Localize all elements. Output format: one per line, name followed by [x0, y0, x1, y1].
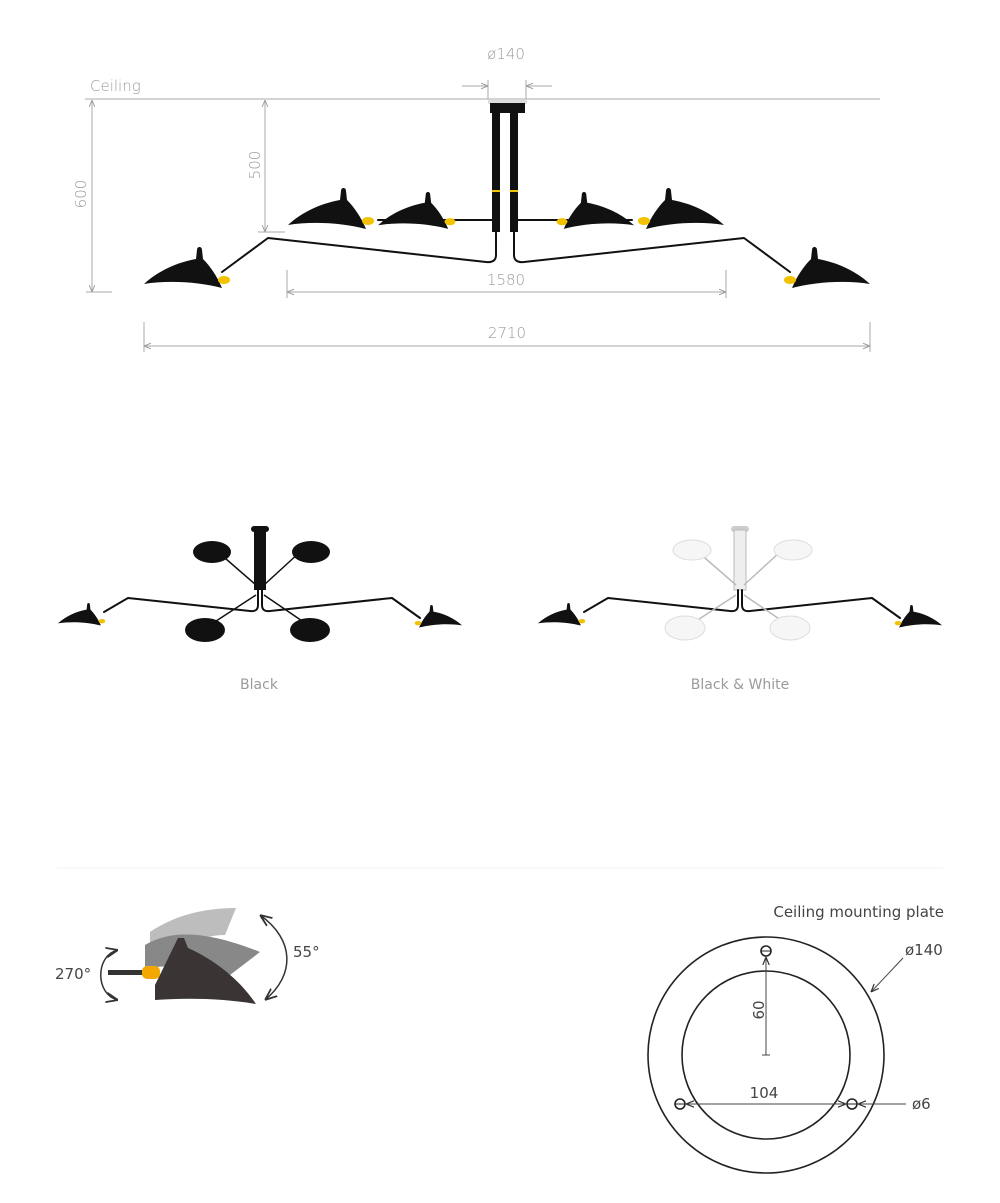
hole-offset-label: 60 [750, 1000, 768, 1019]
height-total-label: 600 [72, 180, 90, 209]
variant-label: Black & White [691, 677, 789, 693]
lamp-elevation [144, 100, 870, 288]
width-total-label: 2710 [488, 324, 526, 342]
variant-black[interactable]: Black [58, 526, 462, 693]
variant-label: Black [240, 677, 279, 693]
tilt-label: 55° [293, 943, 320, 961]
height-upper-label: 500 [246, 151, 264, 180]
mounting-plate-diagram: Ceiling mounting plate 60 104 ø140 ø6 [647, 903, 944, 1174]
shade-icon [144, 247, 230, 288]
shade-icon [288, 188, 374, 229]
shade-icon [784, 247, 870, 288]
outer-diameter-label: ø140 [905, 941, 943, 959]
variant-black-white[interactable]: Black & White [538, 526, 942, 693]
width-inner-label: 1580 [487, 271, 525, 289]
articulation-diagram: 270° 55° [55, 908, 320, 1004]
shade-icon [556, 192, 634, 229]
plate-outer-circle [647, 936, 885, 1174]
shade-icon [378, 192, 456, 229]
mounting-plate-title: Ceiling mounting plate [773, 903, 944, 921]
ceiling-label: Ceiling [90, 77, 141, 95]
canopy-diameter-label: ø140 [487, 45, 525, 63]
hole-diameter-label: ø6 [912, 1095, 931, 1113]
shade-icon [58, 603, 106, 626]
shade-icon [638, 188, 724, 229]
shade-icon [894, 605, 942, 628]
elevation-drawing: Ceiling ø140 600 [72, 45, 880, 352]
shade-icon [538, 603, 586, 626]
rotation-label: 270° [55, 965, 91, 983]
shade-icon [414, 605, 462, 628]
hole-spacing-label: 104 [750, 1084, 779, 1102]
